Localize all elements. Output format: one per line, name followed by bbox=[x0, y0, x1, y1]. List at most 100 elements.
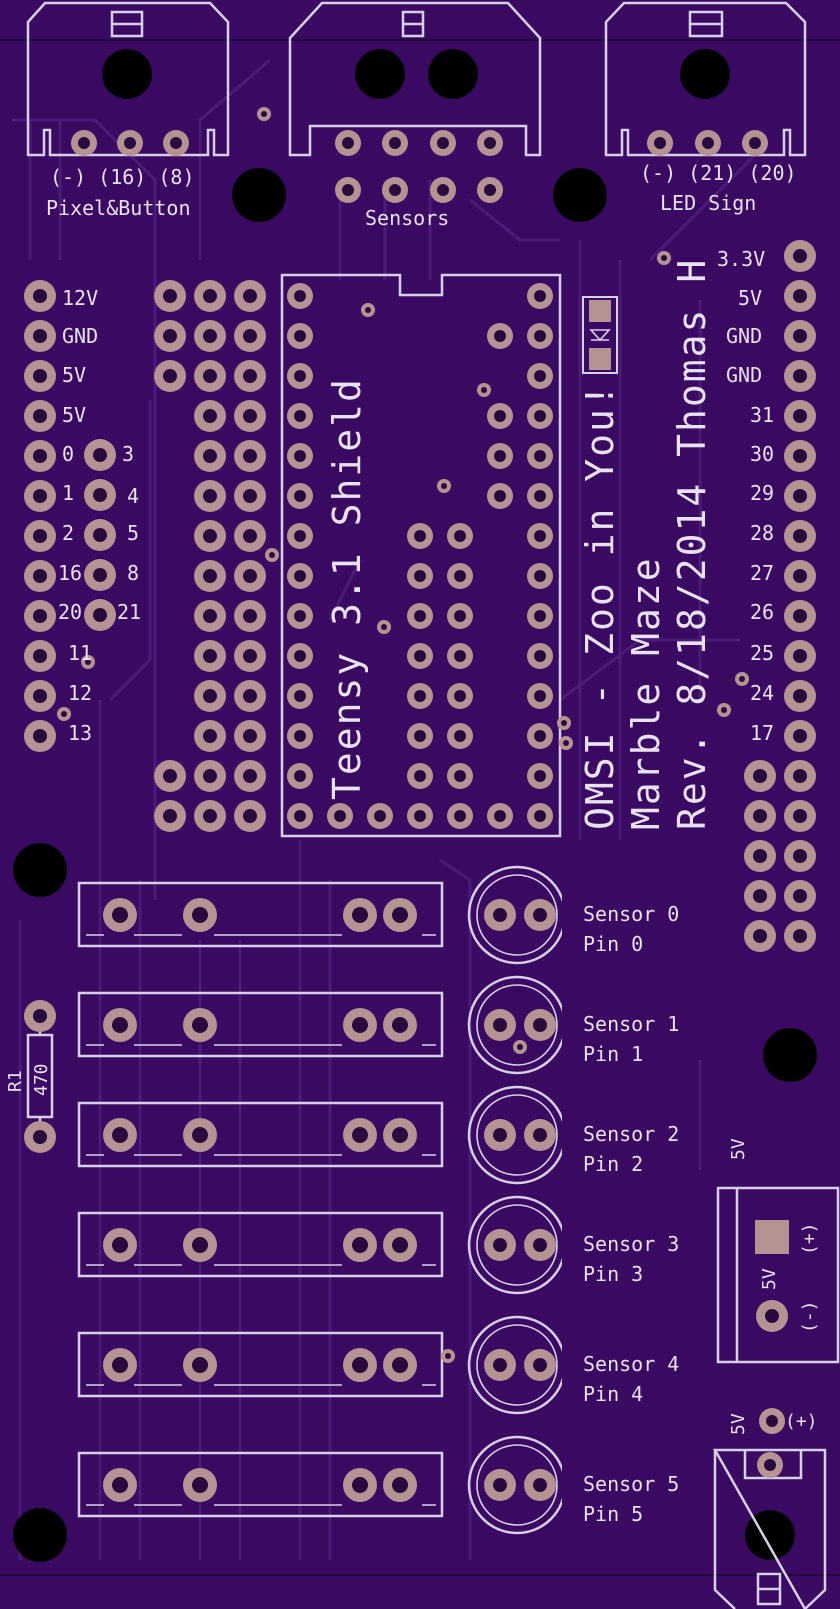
pad-hole bbox=[269, 552, 275, 558]
led-connector-pins-label: (-) (21) (20) bbox=[640, 161, 797, 185]
sensor-labels: Sensor 0 Pin 0 Sensor 1 Pin 1 Sensor 2 P… bbox=[583, 902, 679, 1526]
sensor-name-label: Sensor 3 bbox=[583, 1232, 679, 1256]
pad-hole bbox=[533, 1358, 547, 1372]
pad-hole bbox=[534, 770, 546, 782]
sensor-led-flat bbox=[562, 1315, 574, 1415]
power-plus-label: (+) bbox=[799, 1222, 820, 1255]
pad-hole bbox=[112, 1017, 128, 1033]
sensor-name-label: Sensor 0 bbox=[583, 902, 679, 926]
right-header-label: 29 bbox=[750, 481, 774, 505]
pad-hole bbox=[261, 111, 267, 117]
pad-hole bbox=[243, 329, 257, 343]
right-header-label: 30 bbox=[750, 442, 774, 466]
pad-hole bbox=[533, 1478, 547, 1492]
sensor-row-outline bbox=[77, 1211, 444, 1278]
power-plus-label-2: (+) bbox=[785, 1411, 818, 1432]
sensor-led-flat bbox=[562, 865, 574, 965]
pad-hole bbox=[441, 483, 447, 489]
left-header-label: 16 bbox=[58, 561, 82, 585]
pad-hole bbox=[243, 689, 257, 703]
pad-hole bbox=[203, 489, 217, 503]
pad-hole bbox=[766, 1415, 778, 1427]
pad-hole bbox=[163, 769, 177, 783]
pad-hole bbox=[203, 769, 217, 783]
pad-hole bbox=[33, 449, 47, 463]
sensor-led-inner bbox=[476, 1324, 558, 1406]
pad-hole bbox=[243, 729, 257, 743]
sensor-pin-label: Pin 2 bbox=[583, 1152, 643, 1176]
left-header-label: 11 bbox=[68, 641, 92, 665]
pad-hole bbox=[294, 410, 306, 422]
pad-hole bbox=[203, 809, 217, 823]
pad-hole bbox=[294, 530, 306, 542]
pad-hole bbox=[534, 330, 546, 342]
pad-hole bbox=[533, 908, 547, 922]
pad-hole bbox=[352, 1017, 368, 1033]
pad-hole bbox=[534, 690, 546, 702]
pad-hole bbox=[33, 489, 47, 503]
pad-hole bbox=[454, 570, 466, 582]
left-header-labels: 12V GND 5V 5V 0 1 2 16 20 11 12 13 3 4 5… bbox=[58, 286, 141, 745]
sensor-led-inner bbox=[476, 1444, 558, 1526]
sensor-led-inner bbox=[476, 984, 558, 1066]
resistor-ref-label: R1 bbox=[5, 1070, 26, 1092]
pad-hole bbox=[392, 1237, 408, 1253]
pad-hole bbox=[33, 729, 47, 743]
pad-hole bbox=[494, 810, 506, 822]
pad-hole bbox=[294, 450, 306, 462]
pad-hole bbox=[33, 689, 47, 703]
pad-hole bbox=[294, 290, 306, 302]
pad-hole bbox=[61, 711, 67, 717]
pad-hole bbox=[294, 810, 306, 822]
pad-hole bbox=[793, 929, 807, 943]
pad-hole bbox=[243, 769, 257, 783]
pad-hole bbox=[112, 1357, 128, 1373]
pad-hole bbox=[392, 1357, 408, 1373]
pad-hole bbox=[352, 1127, 368, 1143]
pad-hole bbox=[192, 1017, 208, 1033]
sensor-row-outline bbox=[77, 1451, 444, 1518]
pad-hole bbox=[163, 289, 177, 303]
left-header2-label: 5 bbox=[127, 521, 139, 545]
pad-hole bbox=[294, 650, 306, 662]
pad-hole bbox=[243, 649, 257, 663]
pad-hole bbox=[203, 569, 217, 583]
pad-hole bbox=[170, 137, 182, 149]
pad-hole bbox=[352, 1357, 368, 1373]
sensor-rows bbox=[77, 865, 574, 1535]
pad-hole bbox=[454, 610, 466, 622]
pad-hole bbox=[533, 1128, 547, 1142]
pad-hole bbox=[517, 1044, 523, 1050]
pad-hole bbox=[702, 137, 714, 149]
left-header-label: 12V bbox=[62, 286, 98, 310]
pad-hole bbox=[124, 137, 136, 149]
sensor-led-flat bbox=[562, 1085, 574, 1185]
sensor-name-label: Sensor 1 bbox=[583, 1012, 679, 1036]
pad-hole bbox=[563, 740, 569, 746]
pad-hole bbox=[112, 907, 128, 923]
pads bbox=[24, 107, 816, 1502]
pad-hole bbox=[243, 569, 257, 583]
pad-hole bbox=[243, 489, 257, 503]
pad-hole bbox=[454, 650, 466, 662]
title-line-2: Marble Maze bbox=[624, 556, 668, 830]
pad-hole bbox=[414, 610, 426, 622]
right-header-label: 25 bbox=[750, 641, 774, 665]
pad-hole bbox=[243, 809, 257, 823]
pad-hole bbox=[793, 569, 807, 583]
pad-hole bbox=[454, 730, 466, 742]
pad-hole bbox=[389, 137, 401, 149]
right-header-label: 26 bbox=[750, 600, 774, 624]
pad-hole bbox=[793, 249, 807, 263]
pad-hole bbox=[243, 449, 257, 463]
pad-hole bbox=[352, 907, 368, 923]
pad-hole bbox=[493, 908, 507, 922]
sensor-pin-label: Pin 1 bbox=[583, 1042, 643, 1066]
left-header-label: 20 bbox=[58, 600, 82, 624]
pad-hole bbox=[192, 1477, 208, 1493]
pad-hole bbox=[112, 1127, 128, 1143]
right-header-label: 31 bbox=[750, 403, 774, 427]
pad-hole bbox=[793, 689, 807, 703]
pad-hole bbox=[192, 1237, 208, 1253]
